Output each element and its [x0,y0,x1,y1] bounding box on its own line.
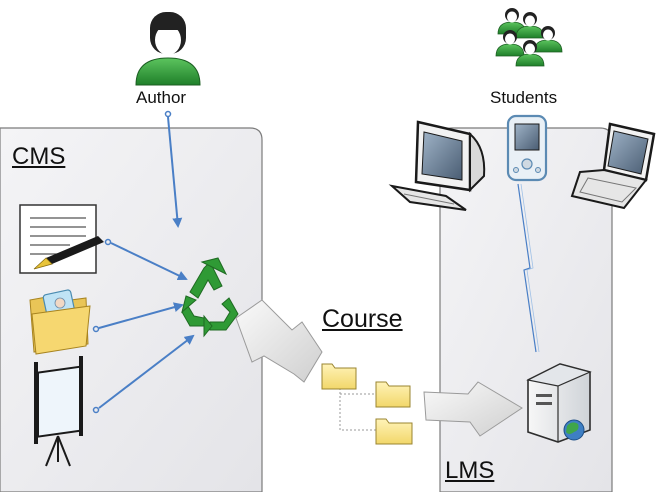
cms-to-course-arrow [235,299,323,383]
wireless-link [517,183,537,353]
cms-label: CMS [12,143,66,170]
author-connector [164,110,183,228]
document-connector [104,238,188,281]
folder-icon [321,363,357,390]
course-to-lms-arrow [423,381,523,437]
students-label: Students [490,88,558,107]
presentation-connector [92,334,195,414]
desktop-computer-icon [388,120,486,211]
students-group-icon [495,8,563,67]
folder-icon [375,381,411,408]
folder-icon [375,418,413,445]
photo-folder-icon [29,289,91,355]
recycle-icon [181,257,239,338]
server-icon [526,363,592,443]
author-label: Author [136,88,187,107]
document-pen-icon [19,204,104,274]
photo-connector [92,302,184,333]
pda-device-icon [506,114,548,182]
laptop-icon [570,122,656,210]
presentation-easel-icon [34,356,83,467]
author-user-icon [135,12,201,86]
lms-label: LMS [445,457,495,484]
course-label: Course [322,305,403,333]
folder-tree [321,363,413,445]
